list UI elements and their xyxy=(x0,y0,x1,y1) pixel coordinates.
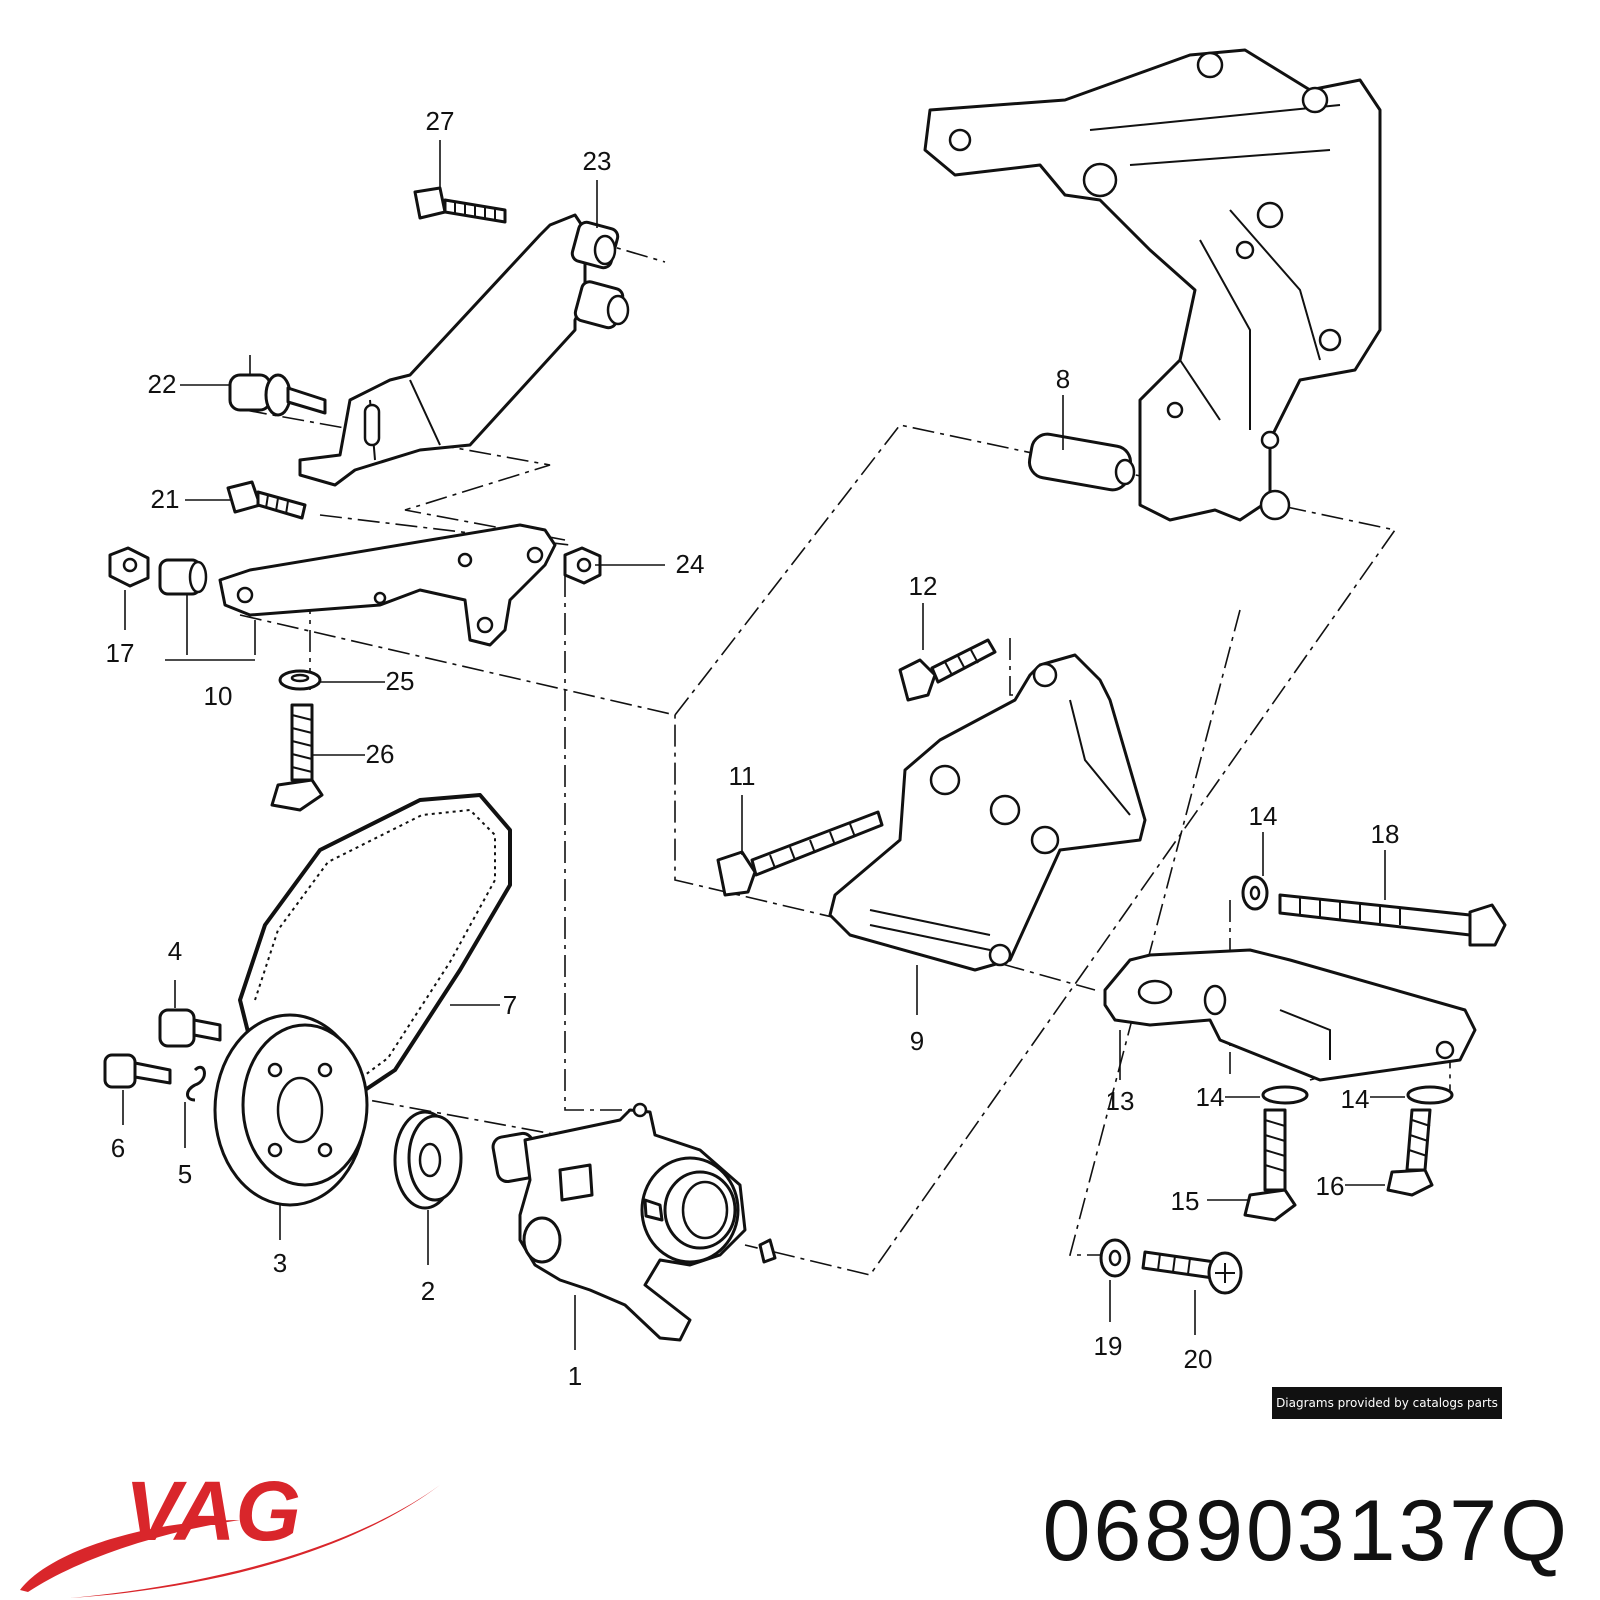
bracket-13 xyxy=(1103,948,1477,1082)
power-steering-pump-1 xyxy=(491,1102,777,1342)
washer-19 xyxy=(1099,1238,1131,1278)
washer-14b xyxy=(1261,1085,1309,1105)
callout-17: 17 xyxy=(106,638,135,668)
bolt-11 xyxy=(716,810,884,897)
callout-19: 19 xyxy=(1094,1331,1123,1361)
callout-14c: 14 xyxy=(1341,1084,1370,1114)
part-number: 068903137Q xyxy=(1042,1483,1570,1579)
bolt-4 xyxy=(158,1008,222,1048)
eye-bolt-22 xyxy=(228,355,327,417)
logo-swoosh xyxy=(20,1520,240,1592)
bolt-6 xyxy=(103,1053,172,1089)
brand-name: VAG xyxy=(125,1464,301,1558)
bolt-16 xyxy=(1386,1108,1434,1197)
callout-1: 1 xyxy=(568,1361,582,1391)
callout-18: 18 xyxy=(1371,819,1400,849)
callout-23: 23 xyxy=(583,146,612,176)
callout-24: 24 xyxy=(676,549,705,579)
bolt-27 xyxy=(413,186,507,224)
callout-10: 10 xyxy=(204,681,233,711)
nut-24 xyxy=(563,546,602,585)
bolt-18 xyxy=(1278,893,1507,947)
bushing-8 xyxy=(1027,432,1136,492)
callout-9: 9 xyxy=(910,1026,924,1056)
bolt-26 xyxy=(270,703,324,812)
callout-6: 6 xyxy=(111,1133,125,1163)
callout-11: 11 xyxy=(729,761,756,791)
bushing-23a xyxy=(570,220,620,270)
leader-lines xyxy=(122,140,1405,1350)
hub-2 xyxy=(393,1110,463,1210)
credit-badge: Diagrams provided by catalogs parts xyxy=(1272,1387,1502,1419)
callout-3: 3 xyxy=(273,1248,287,1278)
tension-arm-10 xyxy=(218,523,557,647)
pump-bracket-9 xyxy=(828,653,1147,972)
bolt-20 xyxy=(1141,1250,1243,1295)
bushing-23b xyxy=(573,280,630,330)
callout-26: 26 xyxy=(366,739,395,769)
callout-4: 4 xyxy=(168,936,182,966)
callout-14a: 14 xyxy=(1249,801,1278,831)
callout-16: 16 xyxy=(1316,1171,1345,1201)
engine-mount-bracket xyxy=(923,48,1382,522)
callout-20: 20 xyxy=(1184,1344,1213,1374)
pulley-3 xyxy=(213,1013,369,1207)
brand-logo: VAG xyxy=(20,1464,440,1598)
washer-25 xyxy=(278,669,322,691)
washer-14a xyxy=(1241,875,1269,911)
callout-15: 15 xyxy=(1171,1186,1200,1216)
bolt-12 xyxy=(898,638,997,702)
callout-27: 27 xyxy=(426,106,455,136)
washer-14c xyxy=(1406,1085,1454,1105)
bracket-23 xyxy=(298,213,587,487)
callout-7: 7 xyxy=(503,990,517,1020)
callout-2: 2 xyxy=(421,1276,435,1306)
bolt-21 xyxy=(226,480,307,520)
callout-22: 22 xyxy=(148,369,177,399)
bushing-10 xyxy=(158,558,208,596)
callout-5: 5 xyxy=(178,1159,192,1189)
callout-8: 8 xyxy=(1056,364,1070,394)
clip-5 xyxy=(186,1065,206,1102)
bolt-15 xyxy=(1243,1108,1297,1222)
callout-13: 13 xyxy=(1106,1086,1135,1116)
callout-12: 12 xyxy=(909,571,938,601)
nut-17 xyxy=(108,546,150,588)
callout-14b: 14 xyxy=(1196,1082,1225,1112)
callout-21: 21 xyxy=(151,484,180,514)
callout-labels: 1 2 3 4 5 6 7 8 9 10 11 12 13 14 14 14 1… xyxy=(106,106,1400,1391)
callout-25: 25 xyxy=(386,666,415,696)
